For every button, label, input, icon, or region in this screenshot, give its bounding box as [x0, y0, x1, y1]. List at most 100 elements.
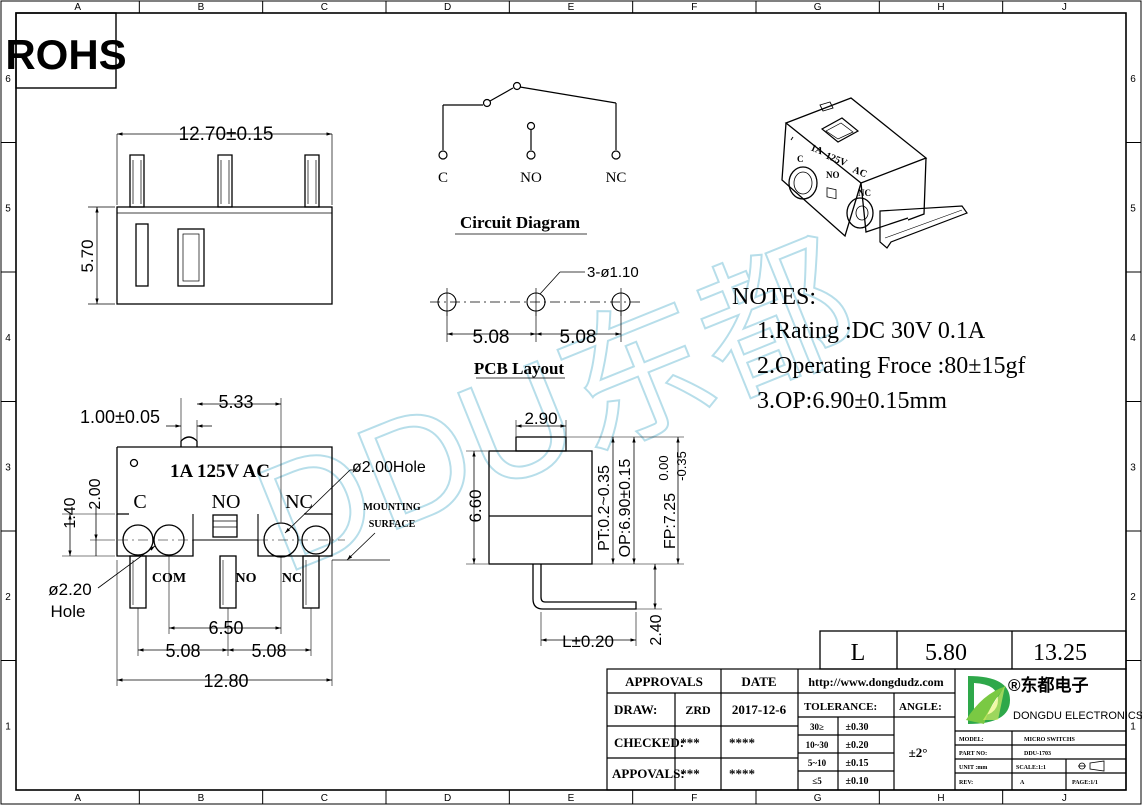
zone-col-label-top: C [321, 2, 328, 13]
l-table-v1: 5.80 [925, 640, 967, 666]
tol-range-4: ≤5 [812, 776, 822, 786]
note-2: 2.Operating Froce :80±15gf [757, 353, 1025, 379]
zone-row-label-left: 6 [5, 74, 11, 85]
dim-508-b: 5.08 [251, 641, 286, 661]
dim-240: 2.40 [648, 614, 665, 645]
tb-appovals-by: *** [680, 766, 700, 781]
term-bottom-no: NO [236, 571, 257, 586]
title-block [606, 668, 1127, 791]
dim-650: 6.50 [208, 618, 243, 638]
zone-row-label-left: 3 [5, 462, 11, 473]
pcb-layout [430, 271, 640, 379]
tb-appovals: APPOVALS: [612, 766, 685, 781]
term-top-c: C [133, 491, 146, 513]
rohs-mark: ROHS [5, 12, 127, 89]
dim-660: 6.60 [466, 489, 485, 522]
tb-angle-value: ±2° [909, 745, 928, 760]
side-view-text: 2.90 6.60 PT:0.2~0.35 OP:6.90±0.15 FP:7.… [466, 409, 689, 651]
tb-checked-date: **** [729, 735, 755, 750]
zone-col-label-bottom: D [444, 793, 451, 804]
top-height-dim: 5.70 [78, 239, 97, 272]
iso-mark-no: NO [826, 170, 840, 180]
circuit-title: Circuit Diagram [460, 213, 580, 232]
mounting-label-1: MOUNTING [363, 502, 420, 513]
dim-actuator-width: 1.00±0.05 [80, 407, 160, 427]
tol-range-2: 10~30 [806, 740, 829, 750]
iso-mark-c: C [797, 154, 804, 164]
zone-row-label-right: 1 [1130, 721, 1136, 732]
tb-model-label: MODEL: [959, 737, 984, 743]
zone-row-label-left: 4 [5, 333, 11, 344]
dim-140: 1.40 [62, 497, 79, 528]
brand-chinese: ®东都电子 [1008, 675, 1089, 695]
tol-value-1: ±0.30 [846, 722, 869, 733]
tb-part-label: PART NO: [959, 751, 987, 757]
isometric-view [781, 97, 968, 249]
circuit-label-no: NO [520, 170, 542, 186]
body-marking: 1A 125V AC [170, 461, 270, 482]
l-dim: L±0.20 [562, 632, 614, 651]
pcb-spacing-2: 5.08 [560, 327, 597, 348]
zone-col-label-top: D [444, 2, 451, 13]
tb-draw: DRAW: [614, 702, 657, 717]
pcb-spacing-1: 5.08 [473, 327, 510, 348]
dongdu-logo [966, 676, 1010, 724]
zone-col-label-top: H [937, 2, 944, 13]
tb-appovals-date: **** [729, 766, 755, 781]
zone-col-label-top: E [568, 2, 575, 13]
note-3: 3.OP:6.90±0.15mm [757, 388, 947, 414]
tol-value-3: ±0.15 [846, 758, 869, 769]
rohs-label: ROHS [5, 31, 126, 78]
zone-row-label-right: 4 [1130, 333, 1136, 344]
zone-col-label-bottom: C [321, 793, 328, 804]
zone-col-label-top: F [691, 2, 697, 13]
zone-col-label-bottom: F [691, 793, 697, 804]
brand-english: DONGDU ELECTRONICS [1013, 710, 1142, 722]
iso-mark-ac: AC [851, 165, 869, 181]
tb-approvals: APPROVALS [625, 674, 703, 689]
term-bottom-nc: NC [282, 571, 302, 586]
fp-tol-bottom: -0.35 [674, 451, 689, 481]
fp-label: FP:7.25 [662, 493, 679, 549]
title-block-text: APPROVALS DATE http://www.dongdudz.com D… [612, 674, 1142, 787]
term-top-no: NO [212, 491, 241, 513]
tb-checked-by: *** [680, 735, 700, 750]
tb-scale: SCALE:1:1 [1016, 765, 1046, 771]
fp-tol-top: 0.00 [656, 455, 671, 480]
zone-row-label-right: 5 [1130, 203, 1136, 214]
tb-model-value: MICRO SWITCHS [1024, 737, 1076, 743]
mounting-label-2: SURFACE [369, 519, 416, 530]
l-table-v2: 13.25 [1033, 640, 1087, 666]
zone-col-label-bottom: E [568, 793, 575, 804]
l-table-head: L [851, 640, 866, 666]
circuit-label-nc: NC [606, 170, 627, 186]
tol-range-1: 30≥ [810, 722, 824, 732]
tb-angle: ANGLE: [899, 701, 942, 713]
dim-actuator-offset: 5.33 [218, 392, 253, 412]
pcb-title: PCB Layout [474, 359, 565, 378]
tb-checked: CHECKED: [614, 735, 684, 750]
dim-508-a: 5.08 [165, 641, 200, 661]
zone-col-label-bottom: H [937, 793, 944, 804]
notes-heading: NOTES: [732, 284, 816, 310]
tb-rev-value: A [1020, 780, 1025, 786]
tb-tolerance: TOLERANCE: [804, 701, 877, 713]
tol-range-3: 5~10 [808, 758, 827, 768]
front-view-text: 1.00±0.05 5.33 1A 125V AC ø2.00Hole C NO… [48, 392, 426, 691]
notes: NOTES: 1.Rating :DC 30V 0.1A 2.Operating… [732, 284, 1025, 414]
zone-col-label-top: G [814, 2, 822, 13]
iso-mark-nc: NC [858, 188, 871, 198]
zone-col-label-bottom: A [74, 793, 81, 804]
op-label: OP:6.90±0.15 [617, 459, 634, 558]
dim-200: 2.00 [87, 478, 104, 509]
zone-row-label-left: 5 [5, 203, 11, 214]
iso-mark-1a: 1A [809, 143, 825, 158]
side-view [466, 420, 684, 646]
tb-draw-date: 2017-12-6 [732, 702, 787, 717]
zone-row-label-left: 2 [5, 592, 11, 603]
zone-col-label-bottom: B [198, 793, 205, 804]
zone-col-label-top: A [74, 2, 81, 13]
zone-row-label-right: 3 [1130, 462, 1136, 473]
